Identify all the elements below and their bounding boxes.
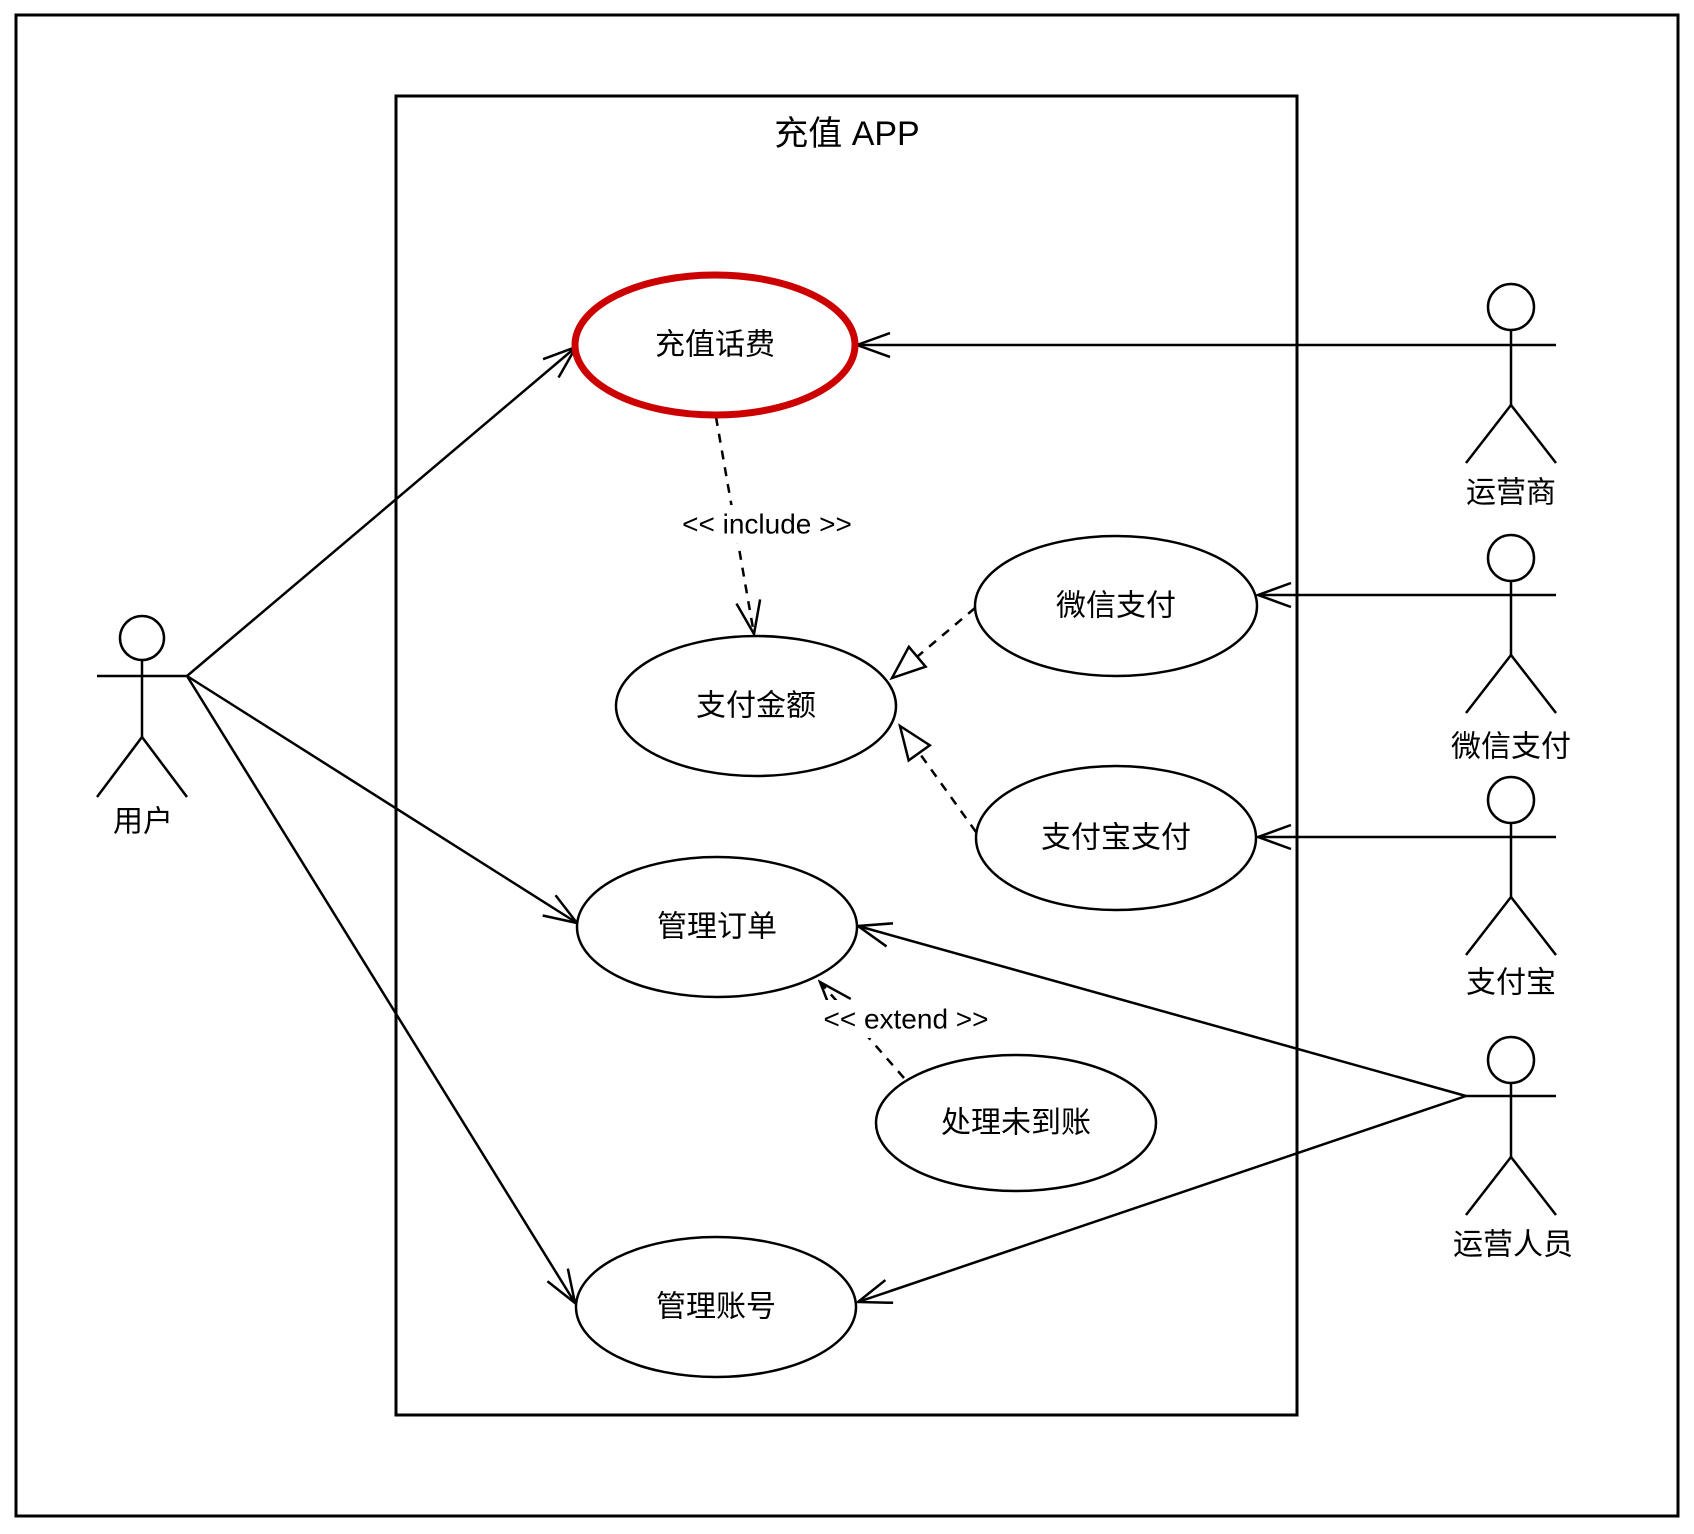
include-label-group: << include >> — [682, 505, 854, 543]
extend-dependency-line — [820, 982, 905, 1079]
usecase-alipay-pay-label: 支付宝支付 — [1041, 822, 1191, 855]
actor-alipay-label: 支付宝 — [1466, 967, 1556, 1000]
system-title: 充值 APP — [774, 115, 919, 153]
actor-ops-staff-left-leg — [1465, 1156, 1512, 1216]
usecase-recharge-label: 充值话费 — [655, 329, 775, 362]
usecase-pay-amount-label: 支付金额 — [696, 690, 816, 723]
association-user-recharge — [186, 347, 576, 677]
usecase-wechat-pay-ellipse — [973, 534, 1259, 678]
actor-user-left-leg — [96, 736, 143, 798]
actor-operator — [1465, 282, 1557, 464]
actor-user-right-leg — [141, 736, 188, 798]
actor-wechat-right-leg — [1510, 654, 1557, 714]
usecase-alipay-pay-ellipse — [974, 764, 1258, 912]
generalization-alipay-pay-amount — [900, 726, 978, 833]
usecase-manage-orders-ellipse — [575, 855, 859, 999]
usecase-handle-unreceived-ellipse — [874, 1053, 1158, 1193]
association-ops-staff-manage-orders — [858, 926, 1467, 1098]
actor-operator-left-leg — [1465, 404, 1512, 464]
usecase-manage-orders-label: 管理订单 — [657, 911, 777, 944]
actor-operator-label: 运营商 — [1466, 477, 1556, 510]
association-user-manage-orders — [186, 674, 577, 923]
usecase-manage-accounts-label: 管理账号 — [656, 1291, 776, 1324]
usecase-pay-amount-ellipse — [614, 634, 898, 778]
actor-ops-staff-label: 运营人员 — [1453, 1229, 1573, 1262]
include-label: << include >> — [682, 509, 852, 540]
generalization-wechat-pay-amount — [892, 607, 976, 678]
actor-ops-staff-right-leg — [1510, 1156, 1557, 1216]
include-label-backing — [682, 505, 854, 543]
actor-wechat — [1465, 533, 1557, 714]
actor-user-label: 用户 — [113, 806, 173, 839]
actor-operator-right-leg — [1510, 404, 1557, 464]
actor-wechat-label: 微信支付 — [1451, 731, 1571, 764]
use-cases: 充值话费 支付金额 微信支付 支付宝支付 管理订单 处理未到账 管理账号 — [571, 271, 1259, 1379]
actor-user — [96, 614, 188, 798]
usecase-handle-unreceived-label: 处理未到账 — [941, 1107, 1091, 1140]
actor-alipay — [1465, 775, 1557, 956]
actor-ops-staff — [1465, 1035, 1557, 1216]
actor-labels: 用户 运营商 微信支付 支付宝 运营人员 — [113, 477, 1573, 1262]
association-user-manage-accounts — [185, 675, 575, 1303]
extend-label-group: << extend >> — [820, 1000, 992, 1038]
usecase-recharge-ellipse — [571, 271, 859, 419]
associations — [185, 345, 1467, 1303]
usecase-manage-accounts-ellipse — [574, 1235, 858, 1379]
actor-alipay-right-leg — [1510, 896, 1557, 956]
extend-label: << extend >> — [823, 1004, 988, 1035]
actors — [96, 282, 1557, 1216]
actor-wechat-left-leg — [1465, 654, 1512, 714]
actor-alipay-left-leg — [1465, 896, 1512, 956]
association-ops-staff-manage-accounts — [858, 1094, 1467, 1302]
usecase-wechat-pay-label: 微信支付 — [1056, 590, 1176, 623]
extend-label-backing — [820, 1000, 992, 1038]
